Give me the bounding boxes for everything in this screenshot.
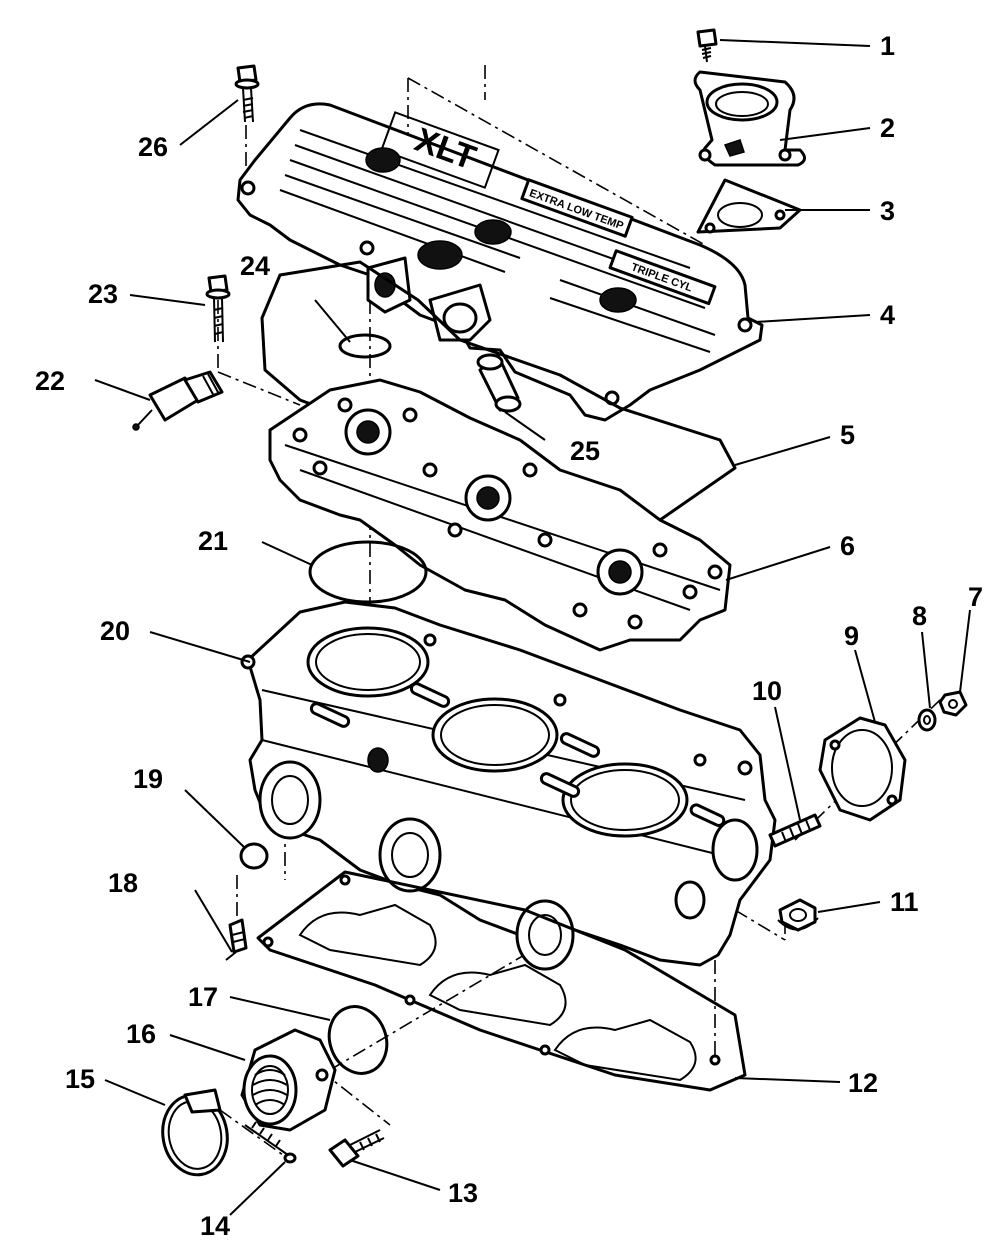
housing-gasket [696,178,802,234]
callout-7: 7 [968,582,983,612]
temperature-sensor [132,370,224,431]
callout-12: 12 [848,1068,878,1098]
callout-17: 17 [188,982,218,1012]
callout-24: 24 [240,251,270,281]
callout-26: 26 [138,132,168,162]
callout-9: 9 [844,621,859,651]
callout-8: 8 [912,601,927,631]
callout-6: 6 [840,531,855,561]
callout-2: 2 [880,113,895,143]
block-fitting [225,918,248,961]
callout-5: 5 [840,420,855,450]
cylinder-cover: XLT EXTRA LOW TEMP TRIPLE CYL [236,102,764,422]
callout-15: 15 [65,1064,95,1094]
outlet-o-ring [338,333,392,359]
flange-nut [777,898,819,932]
callout-23: 23 [88,279,118,309]
head-o-ring [308,540,428,604]
callout-14: 14 [200,1211,230,1241]
adapter-screw [328,1129,385,1168]
sensor-bolt [205,274,231,343]
callout-22: 22 [35,366,65,396]
outlet-plug [476,353,522,413]
callout-16: 16 [126,1019,156,1049]
exhaust-nut [938,690,968,717]
callout-21: 21 [198,526,228,556]
base-gasket [256,870,747,1092]
callout-19: 19 [133,764,163,794]
callout-3: 3 [880,196,895,226]
callout-20: 20 [100,616,130,646]
hose-clamp [161,1088,229,1177]
cylinder-head [268,378,732,652]
callout-1: 1 [880,31,895,61]
exhaust-stud [768,813,822,848]
callout-11: 11 [890,887,919,917]
callout-10: 10 [752,676,782,706]
block-plug [239,842,269,870]
callout-labels: 1 2 3 4 5 6 7 8 9 10 11 12 13 14 15 16 1… [35,31,983,1241]
adapter-o-ring [327,1005,389,1075]
housing-screw [696,28,718,63]
cylinder-block [240,600,777,971]
intake-adapter [240,1028,337,1132]
callout-25: 25 [570,436,600,466]
clamp-screw [244,1121,297,1164]
exhaust-cover [818,716,907,822]
cover-bolt [234,64,260,123]
leader-lines [94,39,971,1216]
callout-18: 18 [108,868,138,898]
thermostat-housing [693,70,806,167]
lock-washer [917,708,937,732]
callout-13: 13 [448,1178,478,1208]
callout-4: 4 [880,300,895,330]
